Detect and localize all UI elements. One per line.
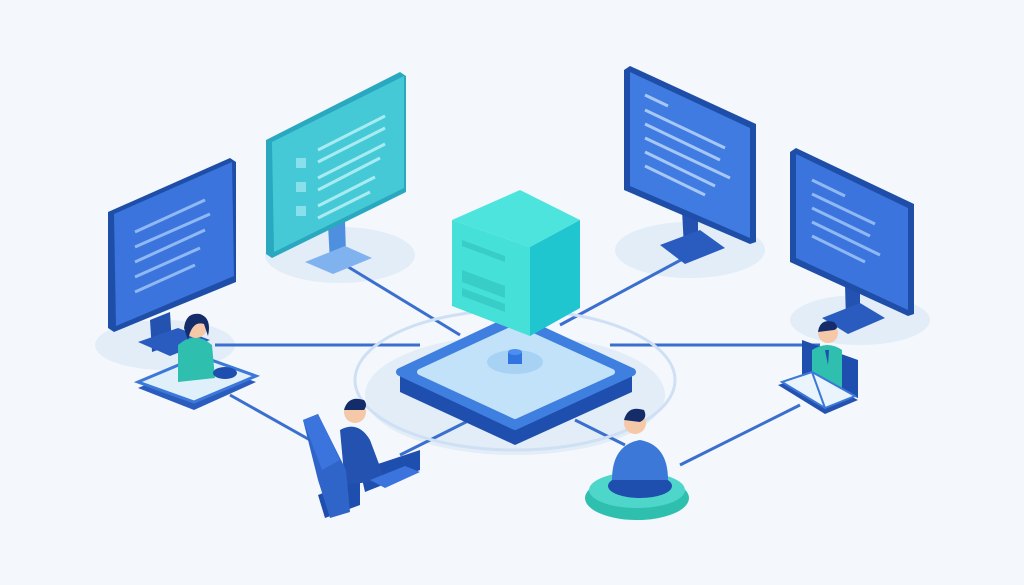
text-lines-icon — [811, 178, 881, 264]
person-man-book — [778, 321, 858, 414]
person-man-chair — [303, 398, 420, 518]
checklist-icon — [296, 158, 306, 216]
text-lines-icon — [134, 198, 211, 294]
server-cube — [452, 190, 580, 336]
person-man-disc — [585, 408, 689, 520]
line-to-teal-monitor — [344, 263, 461, 337]
monitor-far-right — [790, 148, 914, 334]
line-to-disc-man — [574, 418, 626, 447]
monitor-left — [108, 158, 236, 356]
line-right-bottom — [679, 403, 801, 467]
text-lines-icon — [644, 93, 731, 197]
line-to-blue-monitor — [559, 253, 691, 327]
monitor-blue-right — [624, 66, 756, 264]
monitor-teal — [266, 72, 406, 274]
network-lines — [215, 253, 820, 467]
line-to-seated-man — [399, 418, 471, 457]
line-to-desk — [229, 393, 311, 442]
server-slots-icon — [462, 240, 505, 312]
person-woman-desk — [133, 313, 261, 410]
hub-platform — [396, 314, 636, 445]
